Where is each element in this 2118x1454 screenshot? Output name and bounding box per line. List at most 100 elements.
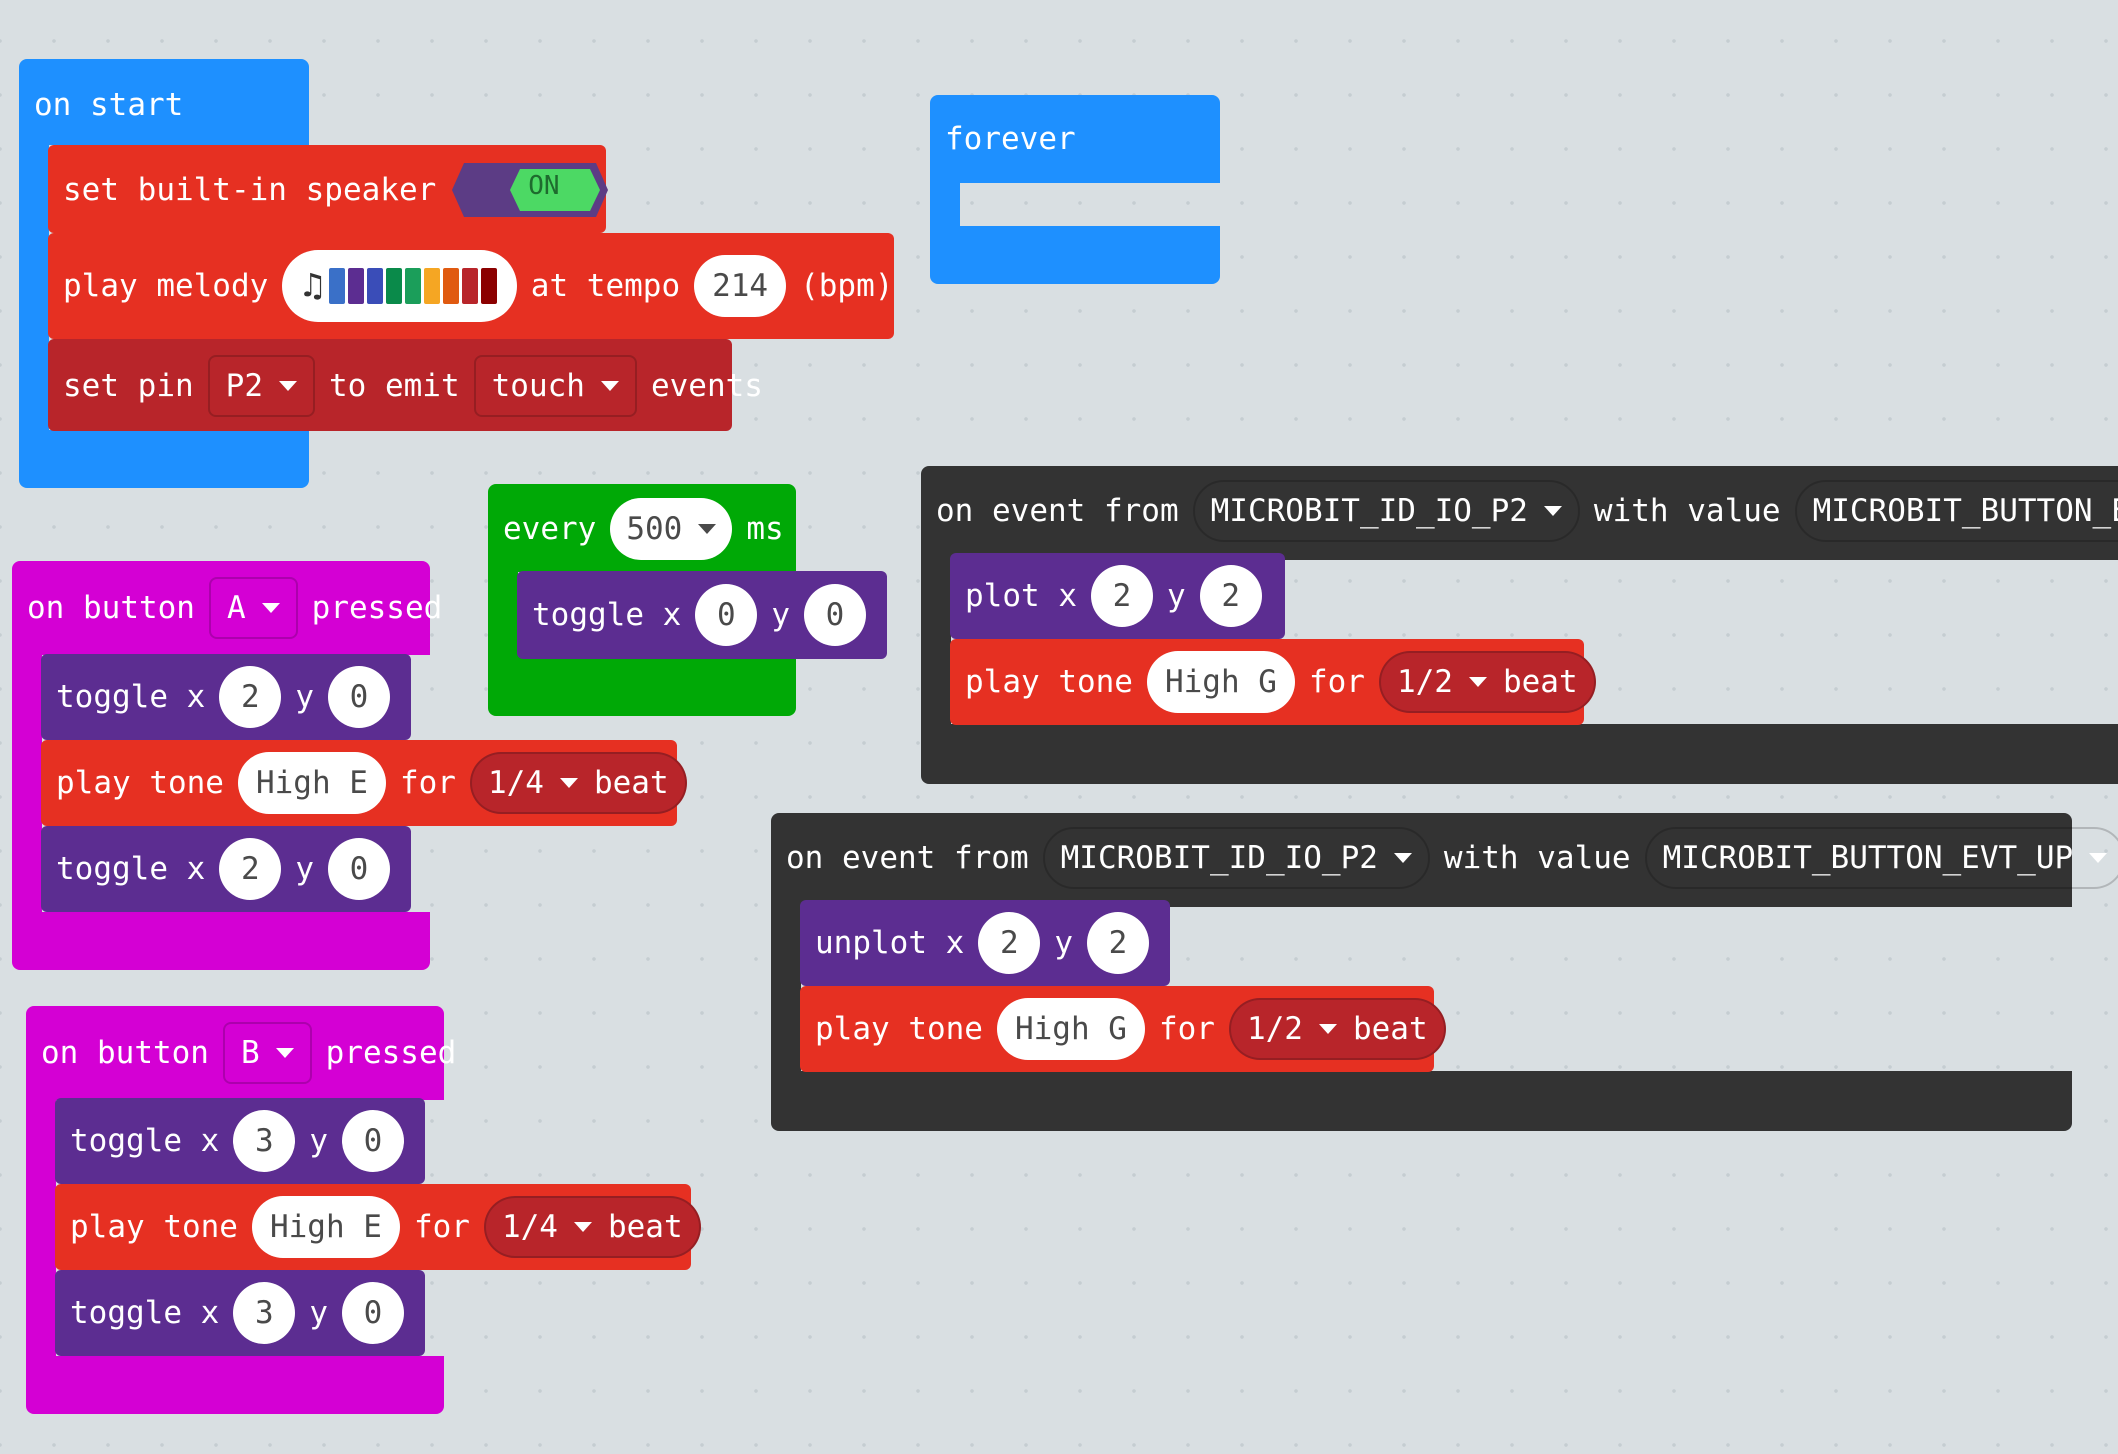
- y-input[interactable]: 0: [327, 838, 390, 900]
- on-event-label: on event from: [936, 493, 1179, 529]
- on-event-row: on event from MICROBIT_ID_IO_P2 with val…: [771, 827, 2118, 889]
- melody-notes: [328, 268, 497, 304]
- beat-dropdown[interactable]: 1/2 beat: [1378, 651, 1596, 713]
- beat-label: beat: [1352, 1011, 1428, 1047]
- event-value-dropdown[interactable]: MICROBIT_BUTTON_EVT_D: [1794, 480, 2118, 542]
- every-row: every 500 ms: [488, 498, 784, 560]
- button-b-hat: on button B pressed: [26, 1022, 456, 1084]
- speaker-toggle[interactable]: ON: [450, 161, 610, 219]
- chevron-down-icon: [2089, 853, 2108, 863]
- x-input[interactable]: 2: [219, 666, 282, 728]
- interval-dropdown[interactable]: 500: [610, 498, 733, 560]
- note-input[interactable]: High E: [251, 1196, 400, 1258]
- set-pin-row: set pin P2 to emit touch events: [48, 355, 763, 417]
- forever-label: forever: [945, 121, 1076, 157]
- x-input[interactable]: 2: [978, 912, 1041, 974]
- speaker-toggle-text: ON: [528, 171, 560, 201]
- forever-hat: forever: [930, 114, 1076, 164]
- event-source-dropdown[interactable]: MICROBIT_ID_IO_P2: [1192, 480, 1580, 542]
- beat-dropdown[interactable]: 1/2 beat: [1228, 998, 1446, 1060]
- x-input[interactable]: 0: [695, 584, 758, 646]
- play-tone-label: play tone: [965, 664, 1133, 700]
- beat-value: 1/4: [487, 765, 544, 801]
- y-input[interactable]: 2: [1086, 912, 1149, 974]
- toggle-row: toggle x 3 y 0: [55, 1282, 404, 1344]
- for-label: for: [1308, 664, 1365, 700]
- beat-label: beat: [607, 1209, 683, 1245]
- beat-label: beat: [593, 765, 669, 801]
- chevron-down-icon: [573, 1222, 592, 1232]
- for-label: for: [413, 1209, 470, 1245]
- x-input[interactable]: 3: [233, 1110, 296, 1172]
- y-input[interactable]: 0: [341, 1110, 404, 1172]
- plot-label: plot x: [965, 578, 1077, 614]
- chevron-down-icon: [1468, 677, 1487, 687]
- to-emit-label: to emit: [328, 368, 460, 404]
- at-tempo-label: at tempo: [530, 268, 681, 304]
- y-label: y: [1054, 925, 1073, 961]
- note-input[interactable]: High G: [996, 998, 1145, 1060]
- melody-editor[interactable]: ♫: [282, 250, 517, 322]
- every-toggle-row: toggle x 0 y 0: [517, 584, 866, 646]
- speaker-label: set built-in speaker: [63, 172, 437, 208]
- note-input[interactable]: High E: [237, 752, 386, 814]
- note-input[interactable]: High G: [1146, 651, 1295, 713]
- on-event-row: on event from MICROBIT_ID_IO_P2 with val…: [921, 480, 2118, 542]
- x-input[interactable]: 3: [233, 1282, 296, 1344]
- button-dropdown-value: B: [240, 1035, 260, 1071]
- event-type-dropdown[interactable]: touch: [473, 355, 637, 417]
- unplot-row: unplot x 2 y 2: [800, 912, 1149, 974]
- events-label: events: [650, 368, 763, 404]
- button-dropdown[interactable]: A: [208, 577, 298, 639]
- chevron-down-icon: [1318, 1024, 1337, 1034]
- event-value-value: MICROBIT_BUTTON_EVT_UP: [1662, 840, 2074, 876]
- bpm-label: (bpm): [800, 268, 894, 304]
- beat-label: beat: [1502, 664, 1578, 700]
- tempo-input[interactable]: 214: [694, 255, 787, 317]
- with-value-label: with value: [1443, 840, 1631, 876]
- beat-dropdown[interactable]: 1/4 beat: [483, 1196, 701, 1258]
- beat-dropdown[interactable]: 1/4 beat: [469, 752, 687, 814]
- play-tone-label: play tone: [815, 1011, 983, 1047]
- set-pin-label: set pin: [63, 368, 194, 404]
- pressed-label: pressed: [311, 590, 443, 626]
- music-note-icon: ♫: [302, 266, 323, 306]
- play-tone-label: play tone: [56, 765, 224, 801]
- event-value-value: MICROBIT_BUTTON_EVT_D: [1812, 493, 2118, 529]
- chevron-down-icon: [559, 778, 578, 788]
- x-input[interactable]: 2: [219, 838, 282, 900]
- toggle-label: toggle x: [56, 679, 206, 715]
- y-label: y: [309, 1295, 328, 1331]
- beat-value: 1/4: [501, 1209, 558, 1245]
- event-source-value: MICROBIT_ID_IO_P2: [1060, 840, 1378, 876]
- plot-row: plot x 2 y 2: [950, 565, 1262, 627]
- event-type-value: touch: [491, 368, 585, 404]
- toggle-row: toggle x 2 y 0: [41, 838, 390, 900]
- play-tone-row: play tone High E for 1/4 beat: [55, 1196, 701, 1258]
- on-button-label: on button: [41, 1035, 209, 1071]
- for-label: for: [399, 765, 456, 801]
- play-tone-row: play tone High E for 1/4 beat: [41, 752, 687, 814]
- x-input[interactable]: 2: [1090, 565, 1153, 627]
- on-button-label: on button: [27, 590, 195, 626]
- y-input[interactable]: 0: [327, 666, 390, 728]
- event-value-dropdown[interactable]: MICROBIT_BUTTON_EVT_UP: [1644, 827, 2118, 889]
- pin-dropdown[interactable]: P2: [207, 355, 315, 417]
- on-event-label: on event from: [786, 840, 1029, 876]
- pin-dropdown-value: P2: [225, 368, 263, 404]
- y-input[interactable]: 0: [341, 1282, 404, 1344]
- melody-label: play melody: [63, 268, 269, 304]
- y-input[interactable]: 2: [1199, 565, 1262, 627]
- chevron-down-icon: [261, 603, 280, 613]
- ms-label: ms: [746, 511, 784, 547]
- toggle-label: toggle x: [70, 1123, 220, 1159]
- button-dropdown[interactable]: B: [222, 1022, 312, 1084]
- y-label: y: [1166, 578, 1186, 614]
- every-label: every: [503, 511, 597, 547]
- event-source-dropdown[interactable]: MICROBIT_ID_IO_P2: [1042, 827, 1430, 889]
- chevron-down-icon: [278, 381, 297, 391]
- interval-value: 500: [626, 511, 683, 547]
- y-input[interactable]: 0: [803, 584, 866, 646]
- pressed-label: pressed: [325, 1035, 457, 1071]
- event-source-value: MICROBIT_ID_IO_P2: [1210, 493, 1528, 529]
